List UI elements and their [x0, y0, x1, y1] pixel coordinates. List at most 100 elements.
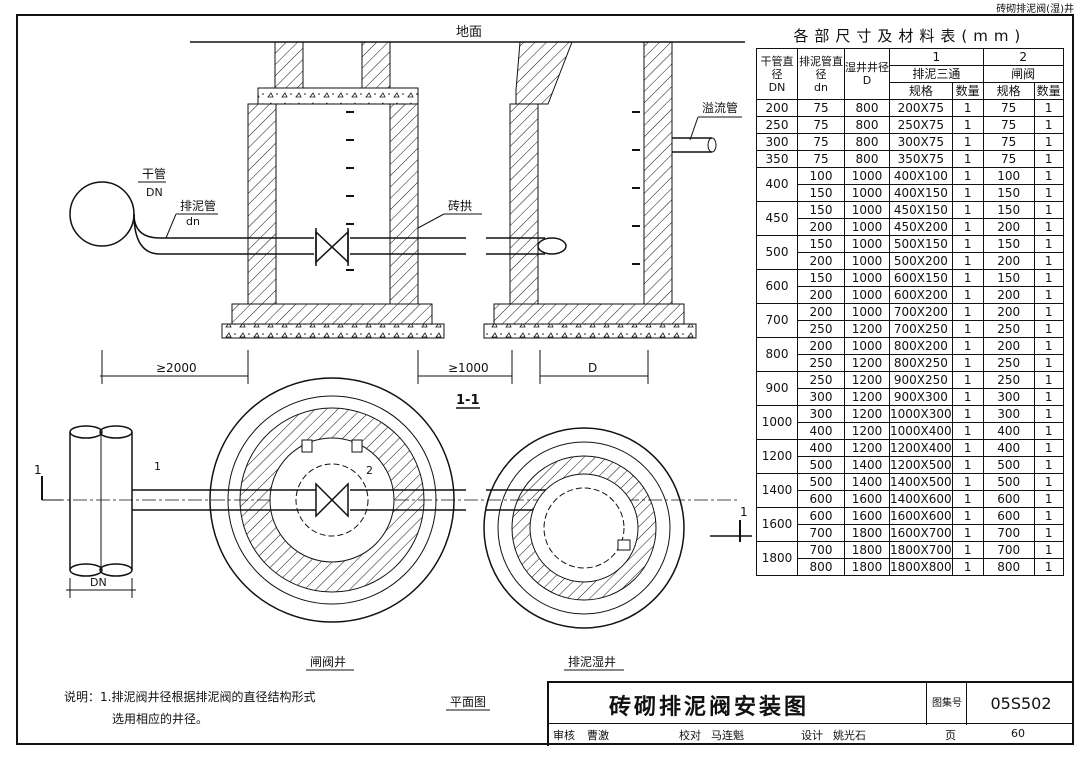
title-row: 砖砌排泥阀安装图 图集号 05S502 [547, 681, 1074, 725]
brick-arch-label: 砖拱 [448, 198, 472, 213]
cell-well-d: 1000 [844, 252, 890, 270]
cell-tee-spec: 1600X700 [889, 524, 953, 542]
cell-tee-spec: 450X150 [889, 201, 953, 219]
mud-pipe-dn-label: dn [186, 215, 200, 228]
cell-mud-dn: 200 [797, 286, 845, 304]
cell-mud-dn: 400 [797, 422, 845, 440]
cell-tee-qty: 1 [951, 286, 984, 304]
valve-icon [315, 228, 349, 266]
cell-valve-spec: 150 [982, 201, 1035, 219]
header-mud-text: 排泥管直径 [799, 54, 843, 81]
page-label: 页 [945, 729, 956, 742]
section-mark-right: 1 [740, 505, 748, 519]
cell-mud-dn: 150 [797, 235, 845, 253]
check-name: 马连魁 [711, 729, 744, 742]
cell-main-dn: 250 [756, 116, 798, 134]
header-spec2: 规格 [982, 82, 1035, 100]
cell-well-d: 800 [844, 116, 890, 134]
cell-mud-dn: 400 [797, 439, 845, 457]
cell-tee-qty: 1 [951, 320, 984, 338]
cell-tee-qty: 1 [951, 133, 984, 151]
dimension-lines [100, 350, 649, 384]
cell-mud-dn: 200 [797, 337, 845, 355]
cell-valve-spec: 150 [982, 184, 1035, 202]
cell-valve-qty: 1 [1033, 558, 1064, 576]
cell-mud-dn: 200 [797, 218, 845, 236]
cell-valve-qty: 1 [1033, 524, 1064, 542]
cell-valve-qty: 1 [1033, 167, 1064, 185]
check-label: 校对 [679, 729, 701, 742]
cell-tee-qty: 1 [951, 507, 984, 525]
main-pipe-dn-label: DN [146, 186, 163, 199]
cell-tee-spec: 350X75 [889, 150, 953, 168]
cell-mud-dn: 300 [797, 405, 845, 423]
cell-valve-qty: 1 [1033, 473, 1064, 491]
cell-well-d: 1000 [844, 167, 890, 185]
cell-mud-dn: 150 [797, 201, 845, 219]
cell-valve-qty: 1 [1033, 269, 1064, 287]
cell-mud-dn: 150 [797, 269, 845, 287]
overflow-pipe-label: 溢流管 [702, 100, 738, 115]
cell-valve-qty: 1 [1033, 490, 1064, 508]
cell-main-dn: 450 [756, 201, 798, 236]
cell-mud-dn: 250 [797, 354, 845, 372]
header-col2: 2 [982, 48, 1064, 66]
header-col1: 1 [889, 48, 984, 66]
section-label: 1-1 [456, 393, 480, 408]
cell-main-dn: 900 [756, 371, 798, 406]
cell-well-d: 1000 [844, 201, 890, 219]
note-line-2: 选用相应的井径。 [112, 712, 209, 726]
cell-mud-dn: 250 [797, 371, 845, 389]
design-label: 设计 [801, 729, 823, 742]
cell-well-d: 1000 [844, 337, 890, 355]
cell-well-d: 800 [844, 99, 890, 117]
cell-mud-dn: 500 [797, 456, 845, 474]
cell-valve-spec: 300 [982, 388, 1035, 406]
cell-valve-qty: 1 [1033, 439, 1064, 457]
cell-tee-spec: 1200X500 [889, 456, 953, 474]
plan-dn-label: DN [90, 576, 107, 589]
cell-tee-spec: 1000X300 [889, 405, 953, 423]
cell-main-dn: 1600 [756, 507, 798, 542]
cell-well-d: 1200 [844, 354, 890, 372]
main-pipe-label: 干管 [142, 166, 166, 181]
cell-tee-qty: 1 [951, 218, 984, 236]
cell-mud-dn: 500 [797, 473, 845, 491]
cell-mud-dn: 75 [797, 133, 845, 151]
cell-tee-qty: 1 [951, 252, 984, 270]
header-tee: 排泥三通 [889, 65, 984, 83]
cell-valve-spec: 500 [982, 456, 1035, 474]
note-line-1: 说明：1.排泥阀井径根据排泥阀的直径结构形式 [64, 690, 316, 704]
cell-tee-qty: 1 [951, 269, 984, 287]
cell-valve-qty: 1 [1033, 507, 1064, 525]
header-valve: 闸阀 [982, 65, 1064, 83]
cell-valve-qty: 1 [1033, 286, 1064, 304]
cell-tee-spec: 1800X700 [889, 541, 953, 559]
cell-main-dn: 600 [756, 269, 798, 304]
review-label: 审核 [553, 729, 575, 742]
cell-valve-spec: 200 [982, 252, 1035, 270]
cell-tee-spec: 800X200 [889, 337, 953, 355]
cell-valve-spec: 400 [982, 439, 1035, 457]
header-main-unit: DN [768, 80, 786, 94]
cell-tee-spec: 400X150 [889, 184, 953, 202]
cell-tee-qty: 1 [951, 405, 984, 423]
cell-mud-dn: 150 [797, 184, 845, 202]
cell-tee-qty: 1 [951, 558, 984, 576]
cell-well-d: 800 [844, 133, 890, 151]
review-name: 曹激 [587, 729, 609, 742]
